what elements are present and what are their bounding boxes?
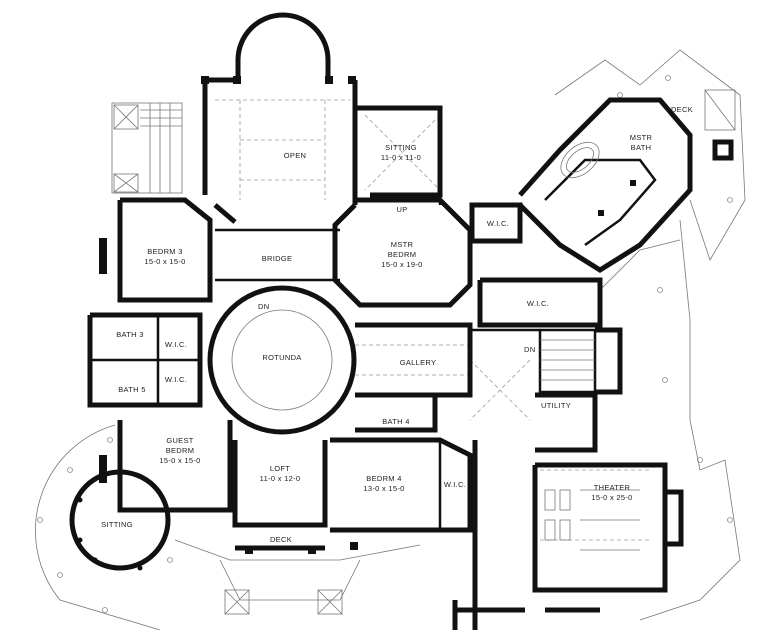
label-dn-2: DN [524, 345, 535, 354]
label-theater: THEATER [594, 483, 631, 492]
label-gallery: GALLERY [400, 358, 437, 367]
label-bedrm3: BEDRM 3 [147, 247, 182, 256]
label-bath5: BATH 5 [118, 385, 146, 394]
room-labels: OPEN SITTING 11-0 x 11-0 UP MSTR BATH DE… [101, 105, 693, 544]
label-sitting-top: SITTING [385, 143, 417, 152]
label-dn-1: DN [258, 302, 269, 311]
label-bath3: BATH 3 [116, 330, 144, 339]
label-wic-4: W.I.C. [165, 375, 187, 384]
label-sitting-left: SITTING [101, 520, 133, 529]
label-bedrm4: BEDRM 4 [366, 474, 401, 483]
label-guest-2: BEDRM [166, 446, 195, 455]
label-wic-2: W.I.C. [527, 299, 549, 308]
label-mstr-bath-1: MSTR [630, 133, 653, 142]
columns [77, 76, 636, 571]
label-loft-dim: 11-0 x 12-0 [260, 474, 301, 483]
label-open: OPEN [284, 151, 306, 160]
exterior-walls [69, 12, 734, 630]
label-up: UP [396, 205, 407, 214]
label-mstr-bath-2: BATH [631, 143, 652, 152]
label-theater-dim: 15-0 x 25-0 [591, 493, 632, 502]
label-utility: UTILITY [541, 401, 571, 410]
label-wic-3: W.I.C. [165, 340, 187, 349]
label-mstr-bedrm-2: BEDRM [388, 250, 417, 259]
label-bath4: BATH 4 [382, 417, 410, 426]
label-loft: LOFT [270, 464, 290, 473]
label-mstr-bedrm-1: MSTR [391, 240, 414, 249]
label-wic-5: W.I.C. [444, 480, 466, 489]
label-guest-dim: 15-0 x 15-0 [159, 456, 200, 465]
label-wic-1: W.I.C. [487, 219, 509, 228]
label-sitting-top-dim: 11-0 x 11-0 [381, 153, 421, 162]
label-bedrm3-dim: 15-0 x 15-0 [144, 257, 185, 266]
label-bridge: BRIDGE [262, 254, 293, 263]
label-bedrm4-dim: 13-0 x 15-0 [363, 484, 404, 493]
label-guest-1: GUEST [166, 436, 193, 445]
label-deck-bottom: DECK [270, 535, 292, 544]
label-rotunda: ROTUNDA [262, 353, 301, 362]
label-mstr-bedrm-dim: 15-0 x 19-0 [381, 260, 422, 269]
label-deck-top: DECK [671, 105, 693, 114]
roof-outlines [35, 49, 746, 630]
